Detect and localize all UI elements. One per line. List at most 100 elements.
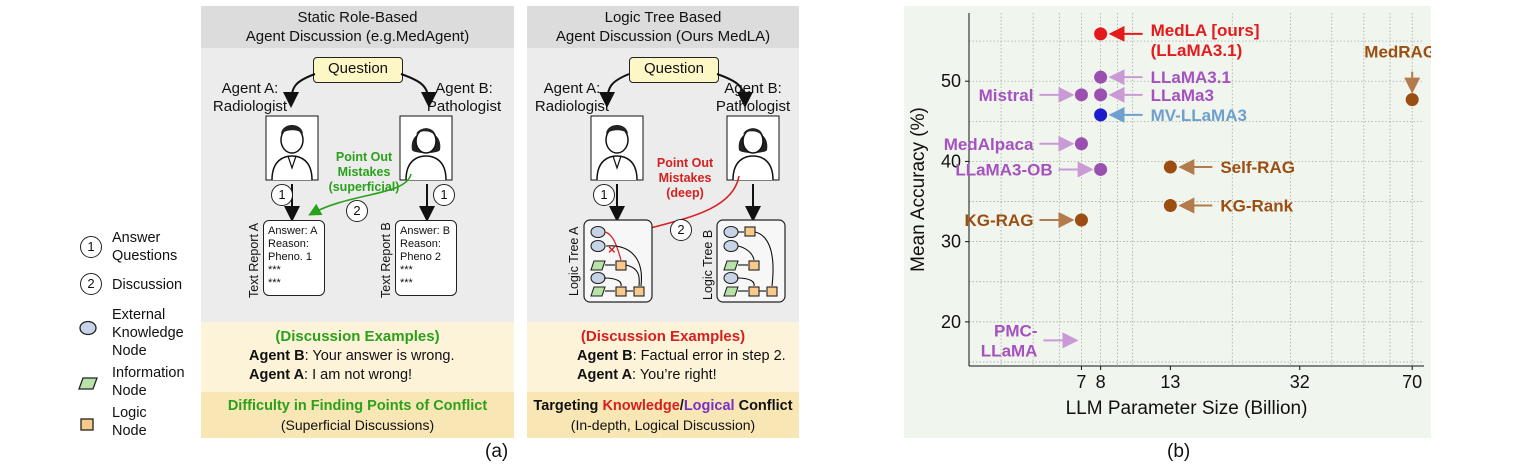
point-medrag [1405,93,1419,107]
legend-answer-label: Answer Questions [112,230,178,264]
right-conflict-subtitle: (In-depth, Logical Discussion) [570,417,756,433]
x-axis-label: LLM Parameter Size (Billion) [1066,398,1308,419]
radiologist-avatar [265,115,319,181]
label-mv-llama3: MV-LLaMA3 [1151,106,1247,125]
point-llama3 [1094,88,1108,102]
right-example-agent-a: Agent A: You’re right! [577,367,717,383]
label-line-kg-rag: KG-RAG [964,211,1033,230]
information-node-icon [78,377,98,390]
left-step-1-a-icon: 1 [271,184,293,206]
left-panel-header [201,6,514,48]
logic-tree-b-label: Logic Tree B [701,229,715,300]
label-pmc: PMC-LLaMA [981,321,1038,360]
step-2-icon: 2 [80,273,102,295]
left-examples-title: (Discussion Examples) [275,328,440,345]
text-report-a: Answer: A Reason: Pheno. 1 *** *** [263,220,325,296]
right-examples-title: (Discussion Examples) [580,328,746,345]
legend-external-label: External Knowledge Node [112,307,184,359]
left-point-out-label: Point Out Mistakes (superficial) [328,150,400,194]
external-knowledge-node-icon [79,320,97,336]
text-report-a-label: Text Report A [247,222,261,298]
text-report-b: Answer: B Reason: Pheno 2 *** *** [395,220,457,296]
logic-tree-a-label: Logic Tree A [567,226,581,297]
left-step-2-icon: 2 [346,200,368,222]
r-question-to-agent-a-arrow [599,73,630,108]
logic-tree-b [716,219,786,303]
left-question-box: Question [313,57,403,83]
point-out-mistakes-arrow [308,173,412,216]
right-step-2-icon: 2 [670,219,692,241]
label-llama3-ob: LLaMA3-OB [955,160,1052,179]
legend-logic-label: Logic Node [112,405,147,439]
left-agent-a-label: Agent A: Radiologist [212,80,288,115]
label-line-medrag: MedRAG [1364,43,1431,62]
point-mistral [1074,88,1088,102]
right-step-1-icon: 1 [593,184,615,206]
y-tick-label: 20 [941,312,961,332]
point-llama3-1 [1094,70,1108,84]
left-panel-title-2: Agent Discussion (e.g.MedAgent) [245,28,470,45]
left-conflict-box: Difficulty in Finding Points of Conflict… [201,392,514,438]
right-conflict-box: Targeting Knowledge/Logical Conflict (In… [527,392,799,438]
label-kg-rank: KG-Rank [1220,197,1293,216]
label-line-kg-rank: KG-Rank [1220,197,1293,216]
right-panel-title-2: Agent Discussion (Ours MedLA) [555,28,771,45]
label-line-pmc: LLaMA [981,341,1038,360]
x-tick-label: 70 [1402,372,1422,392]
x-tick-label: 8 [1096,372,1106,392]
label-line-llama3: LLaMa3 [1151,86,1214,105]
x-tick-label: 7 [1076,372,1086,392]
label-line-llama3-1: LLaMA3.1 [1151,68,1231,87]
x-tick-label: 13 [1160,372,1180,392]
y-tick-label: 50 [941,71,961,91]
label-line-mv-llama3: MV-LLaMA3 [1151,106,1247,125]
label-line-medla-ours: MedLA [ours] [1151,21,1260,40]
point-llama3-ob [1094,162,1108,176]
label-line-medla-ours: (LLaMA3.1) [1151,41,1243,60]
logic-tree-a: × [583,219,653,303]
x-tick-label: 32 [1290,372,1310,392]
point-kg-rag [1074,213,1088,227]
point-kg-rank [1163,199,1177,213]
y-tick-label: 30 [941,232,961,252]
left-agent-b-label: Agent B: Pathologist [426,80,502,115]
pathologist-avatar [399,115,453,181]
point-medalpaca [1074,137,1088,151]
label-self-rag: Self-RAG [1220,158,1295,177]
question-to-agent-a-arrow [283,73,316,108]
y-tick-label: 40 [941,151,961,171]
left-diagram-lines [265,73,453,222]
label-llama3: LLaMa3 [1151,86,1214,105]
right-examples-box: (Discussion Examples) Agent B: Factual e… [527,322,799,392]
left-example-agent-a: Agent A: I am not wrong! [249,367,413,383]
label-medrag: MedRAG [1364,43,1431,62]
left-conflict-title: Difficulty in Finding Points of Conflict [227,398,488,414]
r-radiologist-avatar [590,115,644,181]
caption-b: (b) [1167,441,1191,462]
label-medla-ours: MedLA [ours](LLaMA3.1) [1151,21,1260,60]
left-panel-title-1: Static Role-Based [297,9,418,26]
right-diagram-lines: × [583,73,786,303]
caption-a: (a) [485,441,509,462]
legend-node-icons [78,320,98,431]
logic-node-icon [80,418,94,431]
point-medla-ours [1094,27,1108,41]
y-axis-label: Mean Accuracy (%) [908,107,929,272]
text-report-b-label: Text Report B [379,222,393,298]
left-examples-box: (Discussion Examples) Agent B: Your answ… [201,322,514,392]
right-agent-a-label: Agent A: Radiologist [534,80,610,115]
point-mv-llama3 [1094,108,1108,122]
label-mistral: Mistral [979,86,1034,105]
right-conflict-title: Targeting Knowledge/Logical Conflict [533,398,793,414]
svg-text:×: × [608,242,616,257]
left-conflict-subtitle: (Superficial Discussions) [280,417,435,433]
step-1-icon: 1 [80,236,102,258]
label-line-mistral: Mistral [979,86,1034,105]
legend-information-label: Information Node [112,365,185,399]
r-pathologist-avatar [726,115,780,181]
right-panel-title-1: Logic Tree Based [604,9,722,26]
label-line-self-rag: Self-RAG [1220,158,1295,177]
question-to-agent-b-arrow [400,73,437,108]
left-step-1-b-icon: 1 [433,184,455,206]
